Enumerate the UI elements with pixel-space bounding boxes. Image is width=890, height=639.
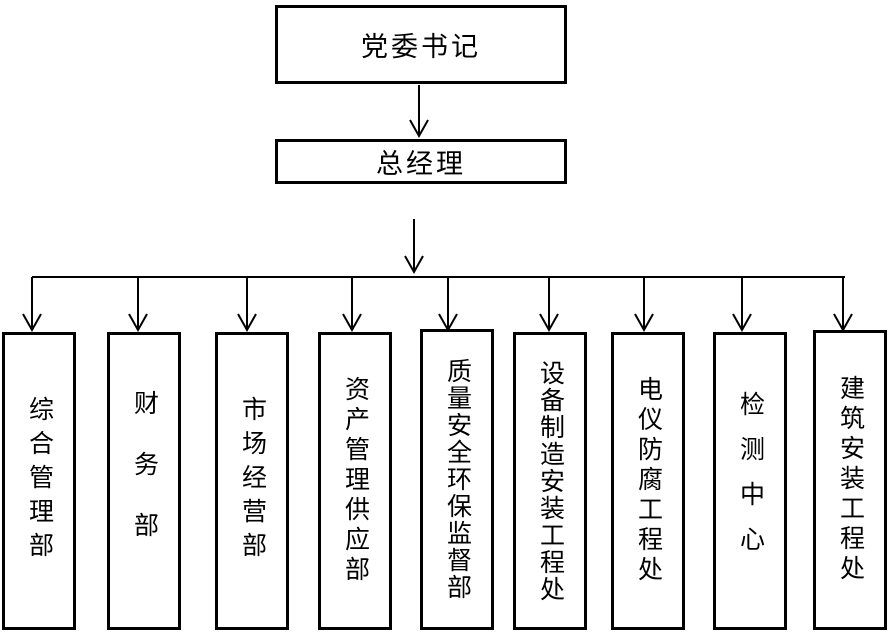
org-box-department: 综合管理部	[2, 332, 76, 630]
general-manager-label: 总经理	[376, 149, 466, 179]
department-label: 市场经营部	[238, 396, 266, 566]
connector-arrow	[409, 85, 429, 139]
connector-arrow	[634, 277, 654, 333]
org-box-department: 检测中心	[713, 332, 787, 630]
connector-arrow	[22, 277, 42, 333]
department-label: 电仪防腐工程处	[634, 376, 662, 586]
department-label: 检测中心	[736, 391, 764, 571]
connector-arrow	[342, 277, 362, 333]
connector-arrow	[404, 219, 424, 275]
org-box-department: 资产管理供应部	[318, 332, 392, 630]
connector-arrow	[732, 277, 752, 333]
org-box-party-secretary: 党委书记	[275, 5, 567, 84]
department-label: 设备制造安装工程处	[536, 359, 564, 603]
org-box-department: 电仪防腐工程处	[611, 332, 685, 630]
connector-arrow	[237, 277, 257, 333]
department-label: 建筑安装工程处	[836, 375, 864, 585]
org-box-department: 质量安全环保监督部	[420, 329, 494, 630]
department-label: 综合管理部	[25, 396, 53, 566]
org-box-department: 建筑安装工程处	[813, 330, 887, 630]
party-secretary-label: 党委书记	[361, 32, 481, 62]
connector-arrow	[833, 277, 853, 333]
connector-arrow	[438, 277, 458, 333]
department-label: 财务部	[130, 389, 158, 573]
department-label: 质量安全环保监督部	[443, 358, 471, 601]
connector-arrow	[128, 277, 148, 333]
org-box-general-manager: 总经理	[275, 139, 567, 184]
org-box-department: 设备制造安装工程处	[513, 332, 587, 630]
connector-arrow	[539, 277, 559, 333]
org-box-department: 市场经营部	[215, 332, 289, 630]
department-label: 资产管理供应部	[341, 376, 369, 586]
org-box-department: 财务部	[107, 332, 181, 630]
